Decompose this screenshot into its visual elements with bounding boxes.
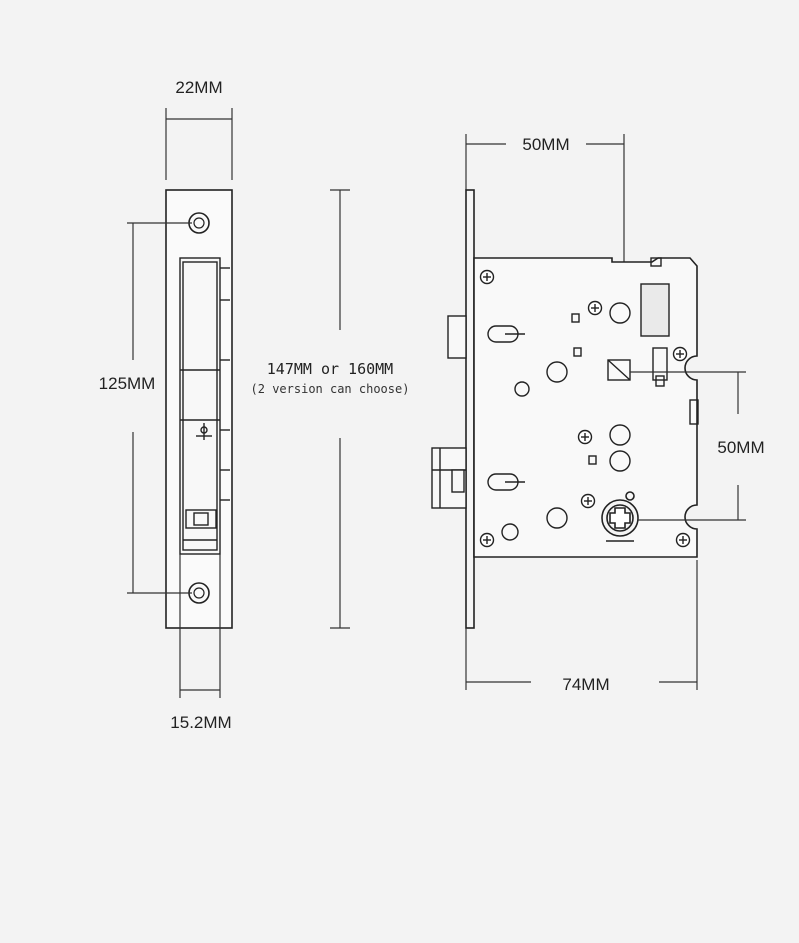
width-dimension [165,108,233,180]
handle-to-cylinder-label: 50MM [717,438,764,457]
hole-spacing-label: 125MM [99,374,156,393]
cylinder-hub [601,491,639,542]
case-screw-right-upper [672,346,688,362]
faceplate-edge [465,189,475,629]
case-screw-center [587,300,603,316]
faceplate-side-view: 22MM [99,78,410,732]
case-screw-top-left [479,269,495,285]
case-screw-bottom-right [675,532,691,548]
width-label: 22MM [175,78,222,97]
faceplate-length-label: 147MM or 160MM [267,360,393,378]
lock-body-side [179,257,230,555]
body-width-label: 15.2MM [170,713,231,732]
case-screw-bottom-left [479,532,495,548]
hole-spacing-dimension [127,222,192,594]
bolt-stubs [431,315,467,509]
case-screw-mid [577,429,593,445]
faceplate-length-note: (2 version can choose) [251,382,410,396]
lock-case-front-view: 50MM [431,134,765,694]
case-depth-dimension [465,560,698,690]
faceplate-length-dimension [330,189,350,629]
backset-label: 50MM [522,135,569,154]
case-depth-label: 74MM [562,675,609,694]
handle-to-cylinder-dimension [630,371,746,521]
case-screw-lower [580,493,596,509]
case-internals [487,257,699,541]
body-width-dimension [179,554,221,698]
